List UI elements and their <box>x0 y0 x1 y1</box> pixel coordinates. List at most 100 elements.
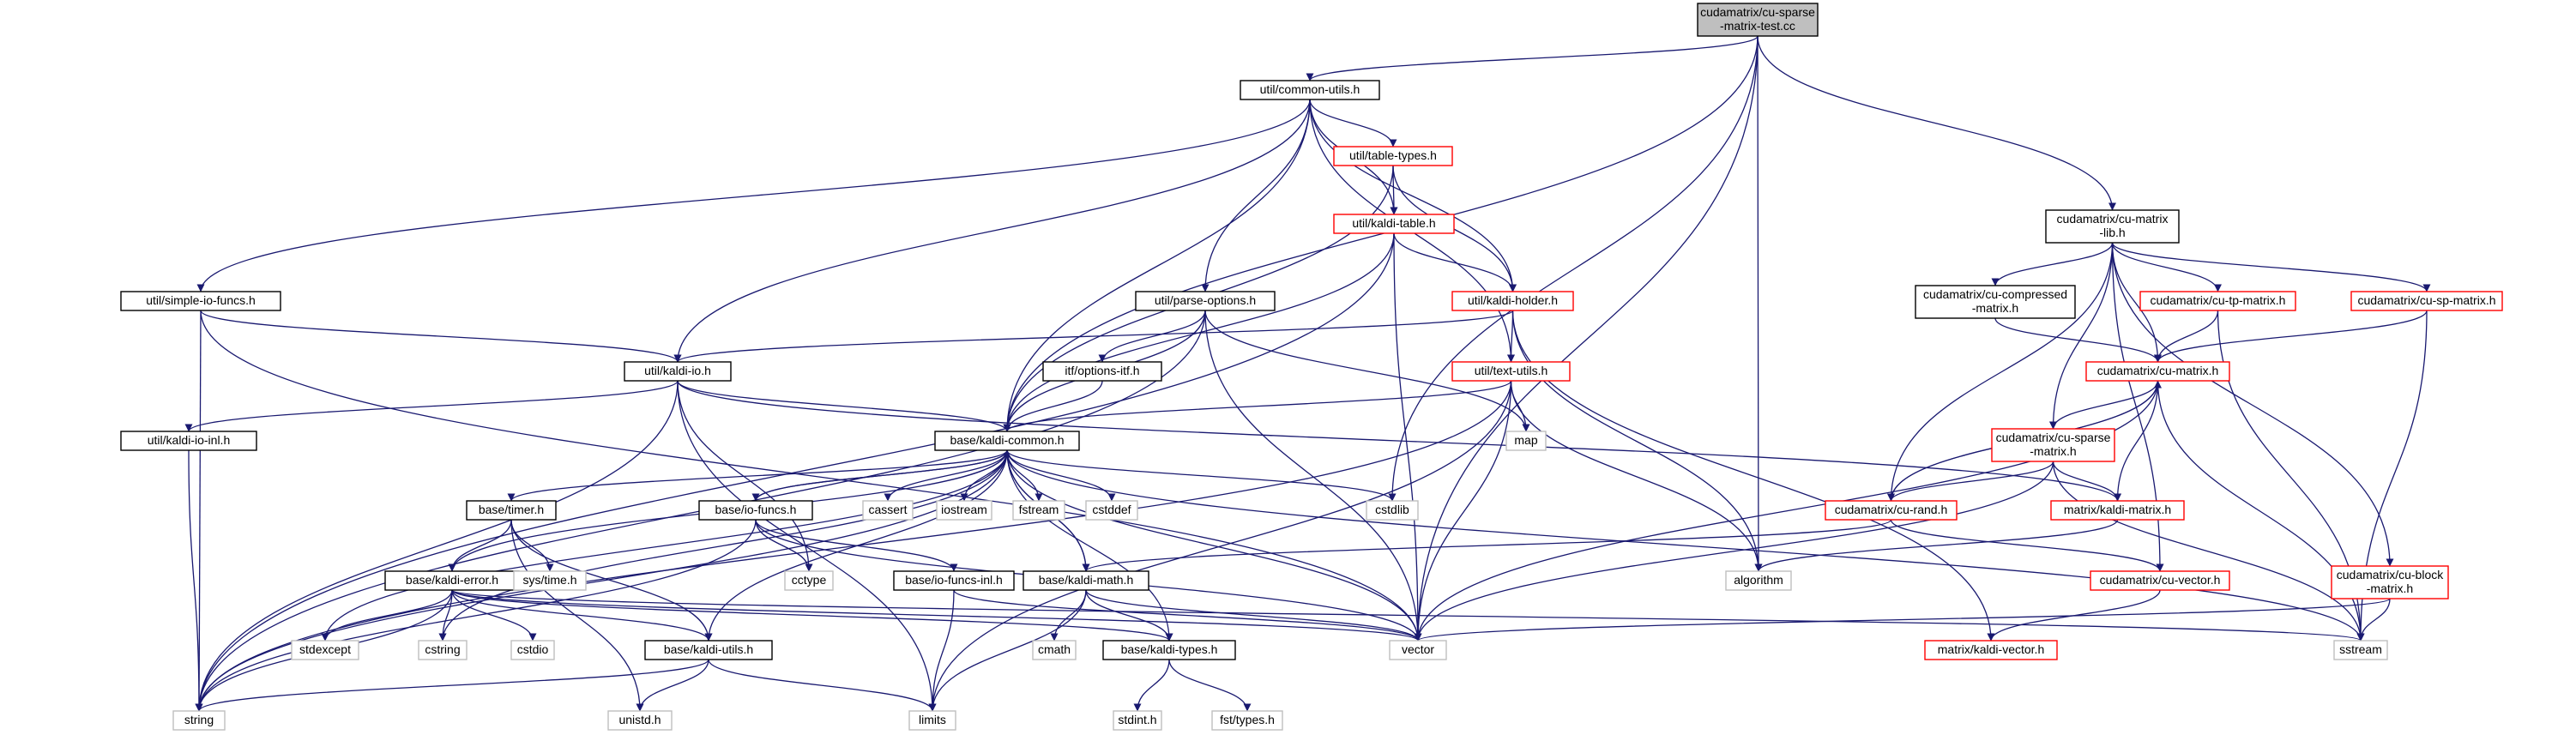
node-box <box>120 291 281 311</box>
edge-cu_block-to-sstream <box>2356 598 2391 642</box>
node-box <box>2085 361 2230 382</box>
edge-cu_sparse-to-sstream <box>2052 461 2365 642</box>
node-kaldi-io-inl[interactable]: util/kaldi-io-inl.h <box>120 431 257 451</box>
edge-io_funcs_inl-to-vector <box>953 589 1422 642</box>
node-kaldi-math[interactable]: base/kaldi-math.h <box>1023 570 1149 591</box>
node-kaldi-error[interactable]: base/kaldi-error.h <box>384 570 520 591</box>
node-label: stdint.h <box>1118 713 1156 726</box>
node-cstddef: cstddef <box>1085 500 1138 521</box>
edge-kaldi_error-to-cstdio <box>451 589 537 642</box>
node-text-utils[interactable]: util/text-utils.h <box>1451 361 1571 382</box>
node-iostream: iostream <box>936 500 992 521</box>
node-io-funcs[interactable]: base/io-funcs.h <box>698 500 813 521</box>
node-cu-block[interactable]: cudamatrix/cu-block-matrix.h <box>2331 565 2449 599</box>
node-cu-rand[interactable]: cudamatrix/cu-rand.h <box>1825 500 1958 521</box>
node-io-funcs-inl[interactable]: base/io-funcs-inl.h <box>893 570 1015 591</box>
node-timer[interactable]: base/timer.h <box>466 500 557 521</box>
edge-simple_io-to-kaldi_io <box>200 310 682 363</box>
edge-timer-to-kaldi_error <box>448 519 512 572</box>
node-label: cudamatrix/cu-rand.h <box>1835 503 1948 516</box>
node-label: cudamatrix/cu-sp-matrix.h <box>2357 293 2495 307</box>
edge-io_funcs-to-cctype <box>755 519 813 572</box>
node-box <box>2139 291 2296 311</box>
node-box <box>1505 431 1547 451</box>
edge-cu_matrix_lib-to-cu_sp <box>2111 242 2431 292</box>
node-string: string <box>172 710 226 731</box>
edge-text_utils-to-limits <box>928 380 1512 712</box>
edge-kaldi_error-to-sstream <box>451 589 2364 642</box>
edge-kaldi_table-to-string <box>195 232 1395 712</box>
edge-kaldi_matrix-to-algorithm <box>1754 519 2119 572</box>
node-kaldi-vector[interactable]: matrix/kaldi-vector.h <box>1924 640 2058 660</box>
node-cu-compressed[interactable]: cudamatrix/cu-compressed-matrix.h <box>1915 285 2076 319</box>
node-box <box>1113 710 1162 731</box>
node-cu-matrix[interactable]: cudamatrix/cu-matrix.h <box>2085 361 2230 382</box>
edge-kaldi_table-to-vector <box>1393 232 1422 642</box>
node-box <box>1042 361 1162 382</box>
node-simple-io[interactable]: util/simple-io-funcs.h <box>120 291 281 311</box>
node-cu-matrix-lib[interactable]: cudamatrix/cu-matrix-lib.h <box>2045 209 2180 244</box>
node-options-itf[interactable]: itf/options-itf.h <box>1042 361 1162 382</box>
edge-kaldi_io-to-kaldi_matrix <box>677 380 2121 502</box>
node-box <box>607 710 673 731</box>
node-box <box>1333 146 1453 166</box>
node-label: fstream <box>1019 503 1059 516</box>
node-kaldi-common[interactable]: base/kaldi-common.h <box>934 431 1080 451</box>
edge-cu_compressed-to-cu_matrix <box>1994 317 2162 363</box>
node-box <box>624 361 732 382</box>
node-parse-options[interactable]: util/parse-options.h <box>1135 291 1276 311</box>
edge-cu_sparse-to-cu_rand <box>1887 461 2054 502</box>
edge-kaldi_common-to-cassert <box>884 449 1008 502</box>
node-vector: vector <box>1389 640 1447 660</box>
edge-kaldi_common-to-sstream <box>1006 449 2365 642</box>
edge-kaldi_math-to-vector <box>1085 589 1422 642</box>
edge-simple_io-to-string <box>195 310 203 712</box>
edge-common_utils-to-parse_options <box>1201 99 1311 292</box>
node-box <box>418 640 468 660</box>
node-box <box>1697 3 1819 37</box>
node-kaldi-table[interactable]: util/kaldi-table.h <box>1333 214 1455 234</box>
node-label: cudamatrix/cu-block <box>2337 568 2444 581</box>
node-cu-sparse[interactable]: cudamatrix/cu-sparse-matrix.h <box>1991 428 2115 462</box>
node-fst-types: fst/types.h <box>1211 710 1283 731</box>
node-label: map <box>1514 433 1537 447</box>
node-label: iostream <box>941 503 987 516</box>
node-box <box>1135 291 1276 311</box>
node-box <box>1924 640 2058 660</box>
node-label: string <box>184 713 214 726</box>
node-box <box>291 640 359 660</box>
edge-kaldi_holder-to-algorithm <box>1511 310 1763 572</box>
node-box <box>1825 500 1958 521</box>
node-stdint: stdint.h <box>1113 710 1162 731</box>
node-kaldi-utils[interactable]: base/kaldi-utils.h <box>644 640 773 660</box>
node-box <box>1389 640 1447 660</box>
node-sstream: sstream <box>2333 640 2388 660</box>
edge-kaldi_holder-to-kaldi_vector <box>1511 310 1995 642</box>
node-box <box>1451 361 1571 382</box>
node-cu-vector[interactable]: cudamatrix/cu-vector.h <box>2090 570 2230 591</box>
edge-text_utils-to-kaldi_common <box>1003 380 1512 432</box>
node-sys-time: sys/time.h <box>513 570 587 591</box>
edge-cu_sp-to-cu_matrix <box>2154 310 2428 363</box>
node-label: cudamatrix/cu-compressed <box>1923 287 2067 301</box>
node-kaldi-matrix[interactable]: matrix/kaldi-matrix.h <box>2050 500 2185 521</box>
node-cmath: cmath <box>1032 640 1077 660</box>
node-root[interactable]: cudamatrix/cu-sparse-matrix-test.cc <box>1697 3 1819 37</box>
node-cu-tp[interactable]: cudamatrix/cu-tp-matrix.h <box>2139 291 2296 311</box>
edge-common_utils-to-table_types <box>1309 99 1397 148</box>
node-label: util/kaldi-io-inl.h <box>148 433 230 447</box>
edge-kaldi_types-to-stdint <box>1133 659 1170 712</box>
node-box <box>2331 565 2449 599</box>
node-table-types[interactable]: util/table-types.h <box>1333 146 1453 166</box>
node-cu-sp[interactable]: cudamatrix/cu-sp-matrix.h <box>2350 291 2503 311</box>
node-kaldi-io[interactable]: util/kaldi-io.h <box>624 361 732 382</box>
node-cstring: cstring <box>418 640 468 660</box>
edge-common_utils-to-simple_io <box>196 99 1311 292</box>
node-kaldi-holder[interactable]: util/kaldi-holder.h <box>1451 291 1574 311</box>
edge-root-to-cu_matrix_lib <box>1757 35 2116 211</box>
edge-common_utils-to-kaldi_holder <box>1309 99 1517 292</box>
node-common-utils[interactable]: util/common-utils.h <box>1240 80 1380 100</box>
edge-kaldi_error-to-vector <box>451 589 1422 642</box>
node-box <box>513 570 587 591</box>
node-kaldi-types[interactable]: base/kaldi-types.h <box>1102 640 1236 660</box>
